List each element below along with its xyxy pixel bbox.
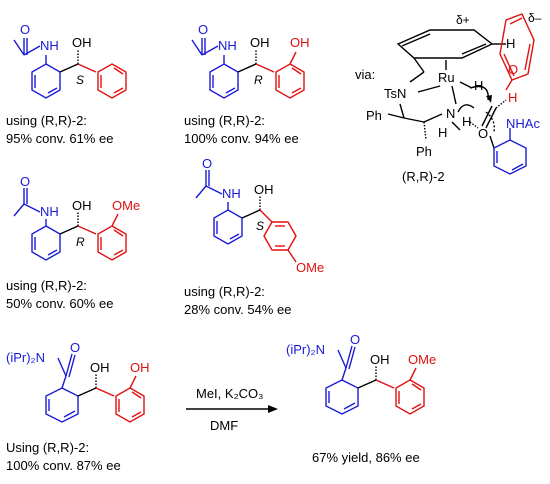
compound-5-structure: (iPr)₂N O OH OH (6, 340, 150, 423)
tsn-label: TsN (384, 86, 406, 101)
diisopropylamino-label: (iPr)₂N (6, 350, 45, 365)
stereo-descriptor: S (256, 219, 264, 233)
compound-1-result: 95% conv. 61% ee (6, 131, 113, 146)
oh-label: OH (72, 198, 92, 213)
carbonyl-oxygen-label: O (70, 340, 80, 355)
reaction-arrow (186, 405, 278, 413)
carbonyl-o-label: O (478, 126, 488, 141)
oh-label: OH (90, 360, 110, 375)
methoxy-label: OMe (408, 352, 436, 367)
phenol-h-label: H (508, 90, 517, 105)
compound-3-conditions: using (R,R)-2: (6, 278, 87, 293)
phenyl-label-1: Ph (366, 108, 382, 123)
oh-label: OH (72, 35, 92, 50)
catalyst-label: (R,R)-2 (402, 169, 445, 184)
methoxy-label: OMe (296, 260, 324, 275)
reaction-reagents: MeI, K₂CO₃ (196, 386, 263, 401)
oh-label: OH (370, 352, 390, 367)
compound-2-conditions: using (R,R)-2: (184, 113, 265, 128)
stereo-descriptor: S (76, 73, 84, 87)
oh-label: OH (250, 35, 270, 50)
compound-5-result: 100% conv. 87% ee (6, 458, 121, 473)
ruthenium-label: Ru (438, 70, 455, 85)
compound-1-conditions: using (R,R)-2: (6, 113, 87, 128)
arene-h-label: H (506, 36, 515, 51)
hydride-label: H (474, 78, 483, 93)
nh-label: NH (222, 186, 241, 201)
nh-label: NH (40, 204, 59, 219)
compound-5-conditions: Using (R,R)-2: (6, 440, 89, 455)
methoxy-label: OMe (112, 198, 140, 213)
amine-h-label: H (438, 125, 447, 140)
reaction-solvent: DMF (210, 418, 238, 433)
oh-label: OH (254, 182, 274, 197)
carbonyl-oxygen-label: O (20, 174, 30, 189)
compound-2-result: 100% conv. 94% ee (184, 131, 299, 146)
stereo-descriptor: R (76, 235, 85, 249)
via-label: via: (355, 67, 375, 82)
delta-minus-label: δ– (528, 11, 542, 25)
diisopropylamino-label: (iPr)₂N (286, 342, 325, 357)
product-result: 67% yield, 86% ee (312, 450, 420, 465)
compound-4-structure: O NH OH S OMe (195, 156, 324, 275)
amine-n-label: N (446, 106, 455, 121)
delta-plus-label: δ+ (456, 13, 470, 27)
product-structure: (iPr)₂N O OH OMe (286, 332, 436, 415)
phenol-o-label: O (508, 62, 518, 77)
nh-label: NH (218, 38, 237, 53)
compound-3-structure: O NH OH R OMe (13, 174, 140, 261)
nh-label: NH (40, 38, 59, 53)
nhac-label: NHAc (506, 116, 540, 131)
compound-4-result: 28% conv. 54% ee (184, 302, 291, 317)
compound-1-structure: O NH OH S (13, 22, 127, 99)
phenol-oh-label: OH (290, 35, 310, 50)
h-bond-label: H (462, 114, 471, 129)
compound-2-structure: O NH OH R OH (191, 22, 310, 99)
carbonyl-oxygen-label: O (202, 156, 212, 171)
compound-3-result: 50% conv. 60% ee (6, 296, 113, 311)
carbonyl-oxygen-label: O (350, 332, 360, 347)
carbonyl-oxygen-label: O (198, 22, 208, 37)
catalyst-transition-state: δ+ H Ru TsN H N Ph Ph H O H (366, 11, 542, 175)
stereo-descriptor: R (254, 73, 263, 87)
phenyl-label-2: Ph (416, 144, 432, 159)
phenol-oh-label: OH (130, 360, 150, 375)
carbonyl-oxygen-label: O (20, 22, 30, 37)
compound-4-conditions: using (R,R)-2: (184, 284, 265, 299)
